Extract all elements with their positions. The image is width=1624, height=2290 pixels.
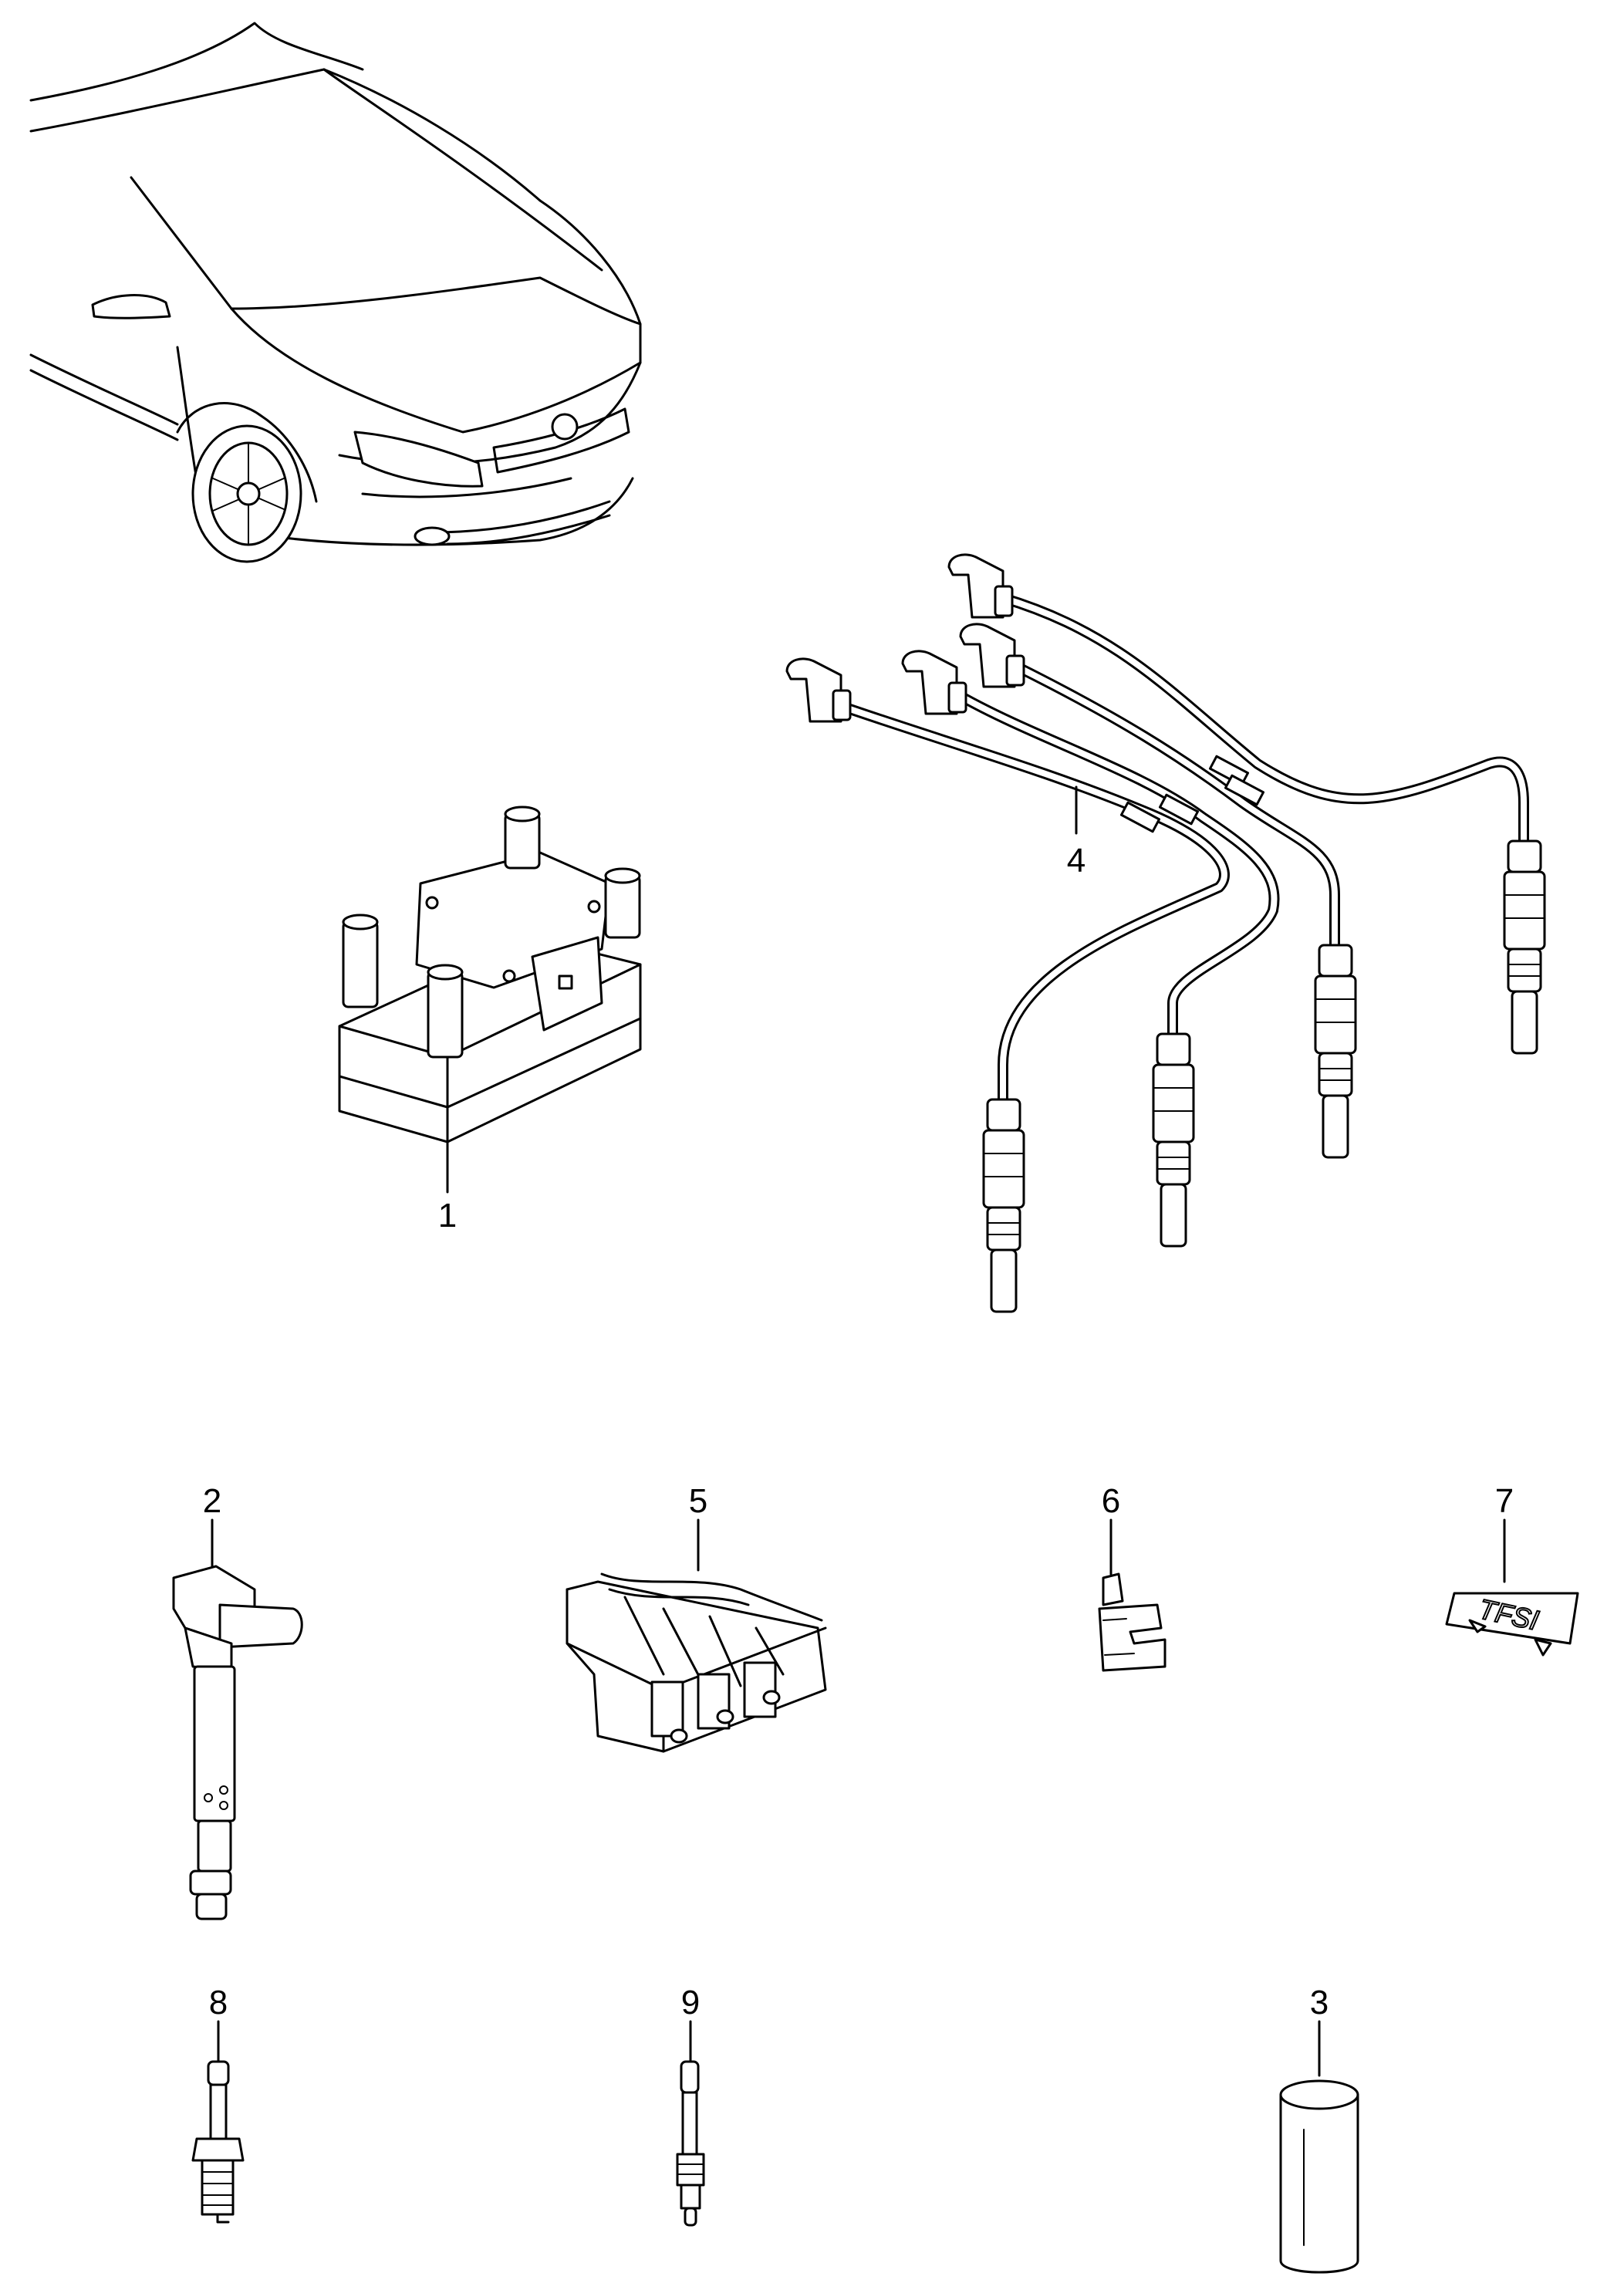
callout-4: 4 <box>1067 842 1085 880</box>
ignition-coil-pack <box>338 806 642 1194</box>
spark-plug <box>191 2020 245 2224</box>
plug-boot-d <box>982 1098 1025 1313</box>
plug-boot-a <box>1503 839 1546 1055</box>
connector-housing <box>566 1518 827 1753</box>
grease-tube <box>1279 2020 1359 2274</box>
ignition-lead-set <box>785 553 1546 1313</box>
pencil-ignition-coil <box>172 1518 303 1920</box>
glow-plug <box>676 2020 705 2227</box>
callout-8: 8 <box>209 1984 228 2021</box>
retaining-clip <box>1098 1518 1167 1672</box>
callout-9: 9 <box>681 1984 700 2021</box>
callout-2: 2 <box>203 1482 221 1520</box>
callout-7: 7 <box>1495 1482 1514 1520</box>
plug-boot-c <box>1152 1032 1195 1248</box>
vehicle-illustration <box>29 22 642 563</box>
plug-boot-b <box>1314 944 1357 1159</box>
tfsi-badge: TFSI <box>1445 1518 1579 1657</box>
callout-6: 6 <box>1102 1482 1120 1520</box>
callout-5: 5 <box>689 1482 707 1520</box>
callout-1: 1 <box>438 1197 457 1235</box>
callout-3: 3 <box>1310 1984 1329 2021</box>
